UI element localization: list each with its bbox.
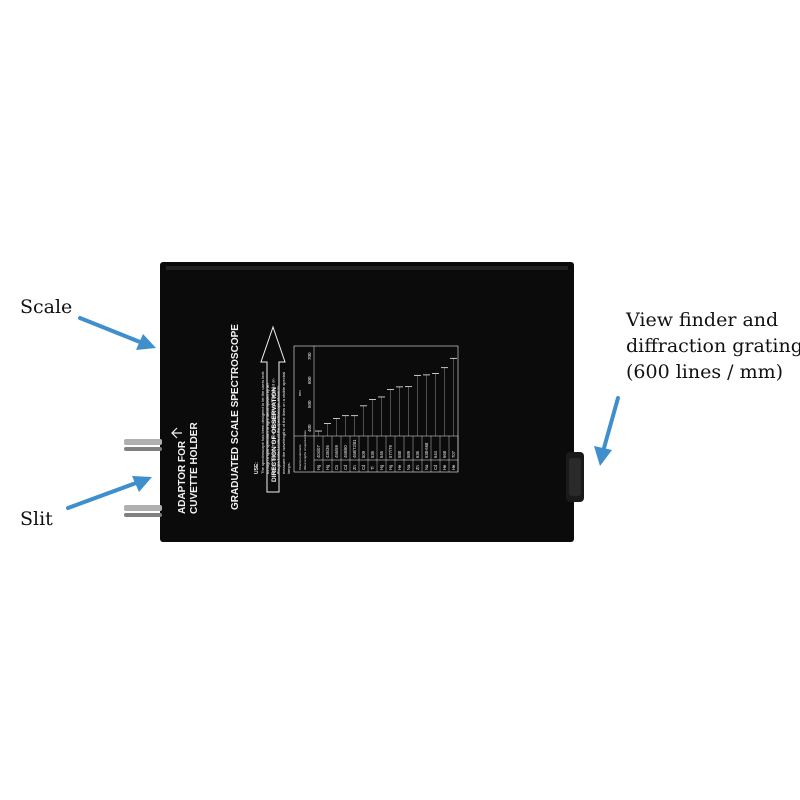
use-heading: USE:	[254, 462, 260, 474]
table-element-cell: Na	[424, 464, 429, 470]
table-element-cell: Cd	[361, 464, 366, 470]
table-element-cell: Zn	[415, 464, 420, 470]
table-element-cell: He	[451, 464, 456, 470]
table-wavelength-cell: 577/79	[388, 445, 393, 458]
table-wavelength-cell: 404/07	[316, 445, 321, 458]
table-element-cell: Cd	[343, 464, 348, 470]
scale-callout: Scale	[20, 296, 73, 318]
use-text-line: measure the wavelengths of the lines on …	[281, 372, 286, 474]
table-element-cell: Tl	[370, 466, 375, 470]
table-wavelength-cell: 509	[361, 450, 366, 458]
table-element-cell: He	[442, 464, 447, 470]
use-text-line: optical system. The spectra superpositio…	[270, 378, 275, 474]
table-wavelength-cell: 644	[433, 450, 438, 458]
slit-callout: Slit	[20, 508, 53, 530]
viewfinder-arrow	[594, 396, 620, 466]
table-element-cell: Zn	[352, 464, 357, 470]
table-header-elements: Chemical elements	[298, 444, 302, 470]
direction-arrow	[260, 325, 286, 493]
slit-arrow	[66, 476, 152, 510]
use-text: The spectroscope has been designed to le…	[260, 371, 291, 474]
adaptor-label-1: ADAPTOR FOR	[177, 440, 188, 514]
table-element-cell: Hg	[388, 464, 393, 470]
use-text-line: The spectroscope has been designed to le…	[260, 371, 265, 474]
spectroscope-body	[160, 262, 574, 542]
table-wavelength-cell: 456/59	[334, 445, 339, 458]
table-frame	[293, 345, 459, 473]
table-wavelength-cell: 638-668	[424, 442, 429, 458]
scale-unit: nm	[297, 390, 302, 396]
use-text-line: through a split spectrum of light decomp…	[265, 384, 270, 475]
table-wavelength-cell: 535	[370, 450, 375, 458]
scale-tick-label: 500	[307, 400, 312, 408]
table-element-cell: Cs	[334, 465, 339, 470]
table-header-wavelengths: Wave lengths of spectral lines	[303, 430, 307, 470]
table-wavelength-cell: 468/80	[343, 445, 348, 458]
viewfinder-callout: View finder and diffraction grating (600…	[626, 307, 800, 385]
table-wavelength-cell: 546	[379, 450, 384, 458]
table-wavelength-cell: 468/72/81	[352, 439, 357, 458]
table-wavelength-cell: 707	[451, 450, 456, 458]
table-element-cell: Na	[406, 464, 411, 470]
table-wavelength-cell: 636	[415, 450, 420, 458]
use-text-line: lamps.	[286, 462, 291, 474]
body-highlight	[166, 266, 568, 270]
table-element-cell: Cd	[433, 464, 438, 470]
viewfinder-callout-line-2: diffraction grating	[626, 335, 800, 357]
scale-tick-label: 700	[307, 352, 312, 360]
viewfinder-callout-line-1: View finder and	[626, 309, 779, 331]
table-element-cell: Hg	[316, 464, 321, 470]
device-title: GRADUATED SCALE SPECTROSCOPE	[230, 324, 241, 510]
table-element-cell: He	[397, 464, 402, 470]
table-element-cell: Hg	[379, 464, 384, 470]
slit-pins	[124, 439, 162, 517]
table-wavelength-cell: 435/36	[325, 445, 330, 458]
scale-tick-label: 600	[307, 376, 312, 384]
scale-tick-label: 400	[307, 424, 312, 432]
table-element-cell: Hg	[325, 464, 330, 470]
table-wavelength-cell: 589	[406, 450, 411, 458]
table-wavelength-cell: 588	[397, 450, 402, 458]
use-text-line: the graduated scale of the spectroscope …	[276, 385, 281, 474]
direction-label: DIRECTION OF OBSERVATION	[271, 387, 278, 482]
up-arrow-icon	[171, 427, 182, 439]
table-wavelength-cell: 668	[442, 450, 447, 458]
adaptor-label-2: CUVETTE HOLDER	[189, 422, 200, 514]
viewfinder-eyepiece	[566, 452, 584, 502]
scale-arrow	[78, 316, 156, 350]
viewfinder-callout-line-3: (600 lines / mm)	[626, 361, 784, 383]
